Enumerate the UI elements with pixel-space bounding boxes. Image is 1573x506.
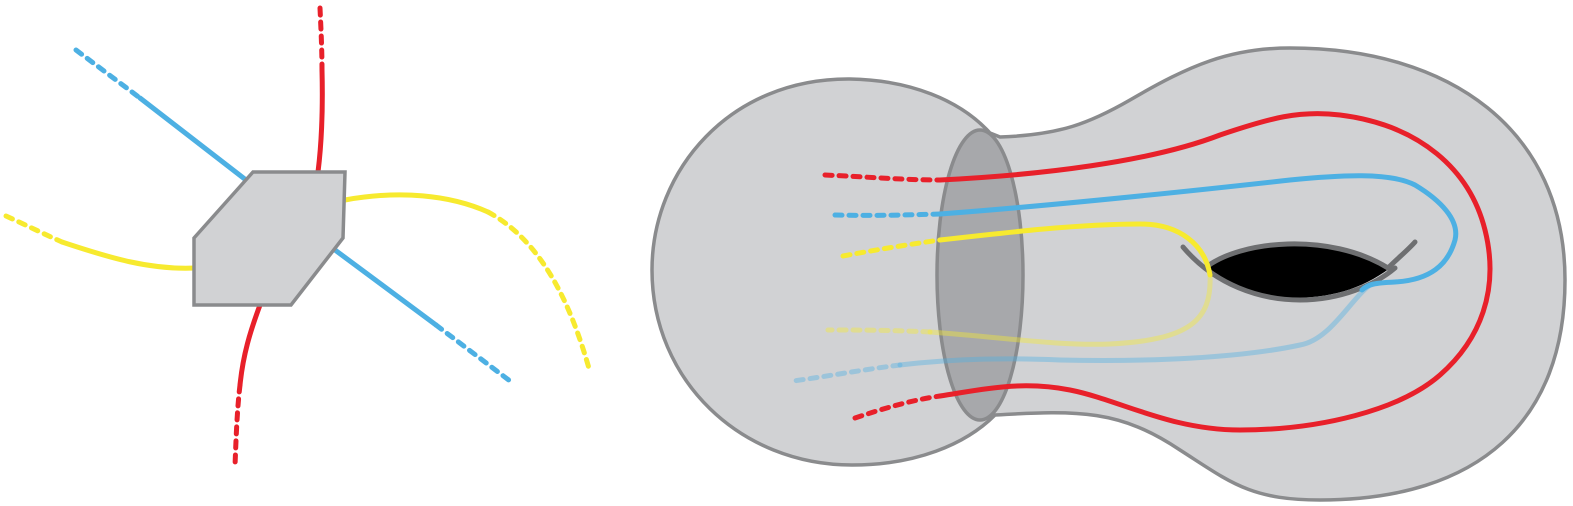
yellow-leg-right-dashed <box>485 209 593 375</box>
vertex-hexagon <box>192 170 347 307</box>
blue-leg-lower-right-solid <box>332 247 439 328</box>
yellow-curve-dashed <box>840 237 943 259</box>
surface-body <box>650 46 1567 502</box>
yellow-leg-left-solid <box>59 239 198 271</box>
vertex-figure <box>3 5 593 469</box>
red-curve-bottom-dashed <box>852 393 943 421</box>
cut-disc <box>935 128 1025 422</box>
red-leg-bottom-solid <box>237 302 263 388</box>
red-leg-bottom-dashed <box>232 382 243 469</box>
blue-curve-front <box>937 173 1459 293</box>
yellow-leg-right-solid <box>342 192 491 215</box>
red-leg-top-solid <box>315 67 325 175</box>
blue-leg-upper-left-solid <box>137 95 249 183</box>
red-curve-front <box>937 111 1493 433</box>
red-curve-left-dashed <box>822 172 943 183</box>
yellow-curve-back-faded <box>927 272 1213 347</box>
yellow-curve-front <box>937 221 1213 278</box>
blue-leg-lower-right-dashed <box>433 322 513 384</box>
surface-figure <box>650 46 1567 502</box>
red-leg-top-dashed <box>317 5 325 73</box>
blue-curve-back-faded <box>897 282 1373 368</box>
yellow-leg-left-dashed <box>3 213 65 245</box>
yellow-curve-back-dashed <box>825 327 933 335</box>
blue-leg-upper-left-dashed <box>73 47 143 101</box>
handle-hole <box>1205 243 1390 298</box>
handle-rim-upper <box>1202 239 1418 272</box>
blue-curve-back-dashed <box>790 362 903 384</box>
